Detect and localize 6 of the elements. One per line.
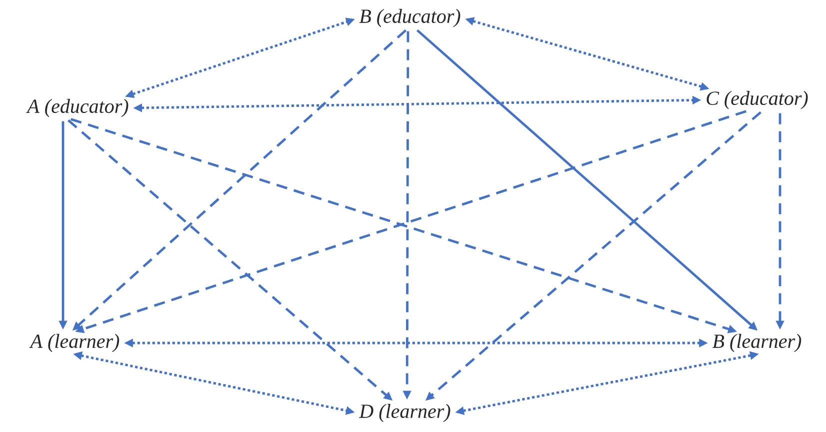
node-label: C (educator) xyxy=(706,90,808,110)
node-label: A (educator) xyxy=(26,98,128,118)
node-label: D (learner) xyxy=(358,404,450,422)
node-label: B (educator) xyxy=(359,8,460,28)
node-label: A (learner) xyxy=(29,334,120,352)
node-label: B (learner) xyxy=(712,334,802,352)
